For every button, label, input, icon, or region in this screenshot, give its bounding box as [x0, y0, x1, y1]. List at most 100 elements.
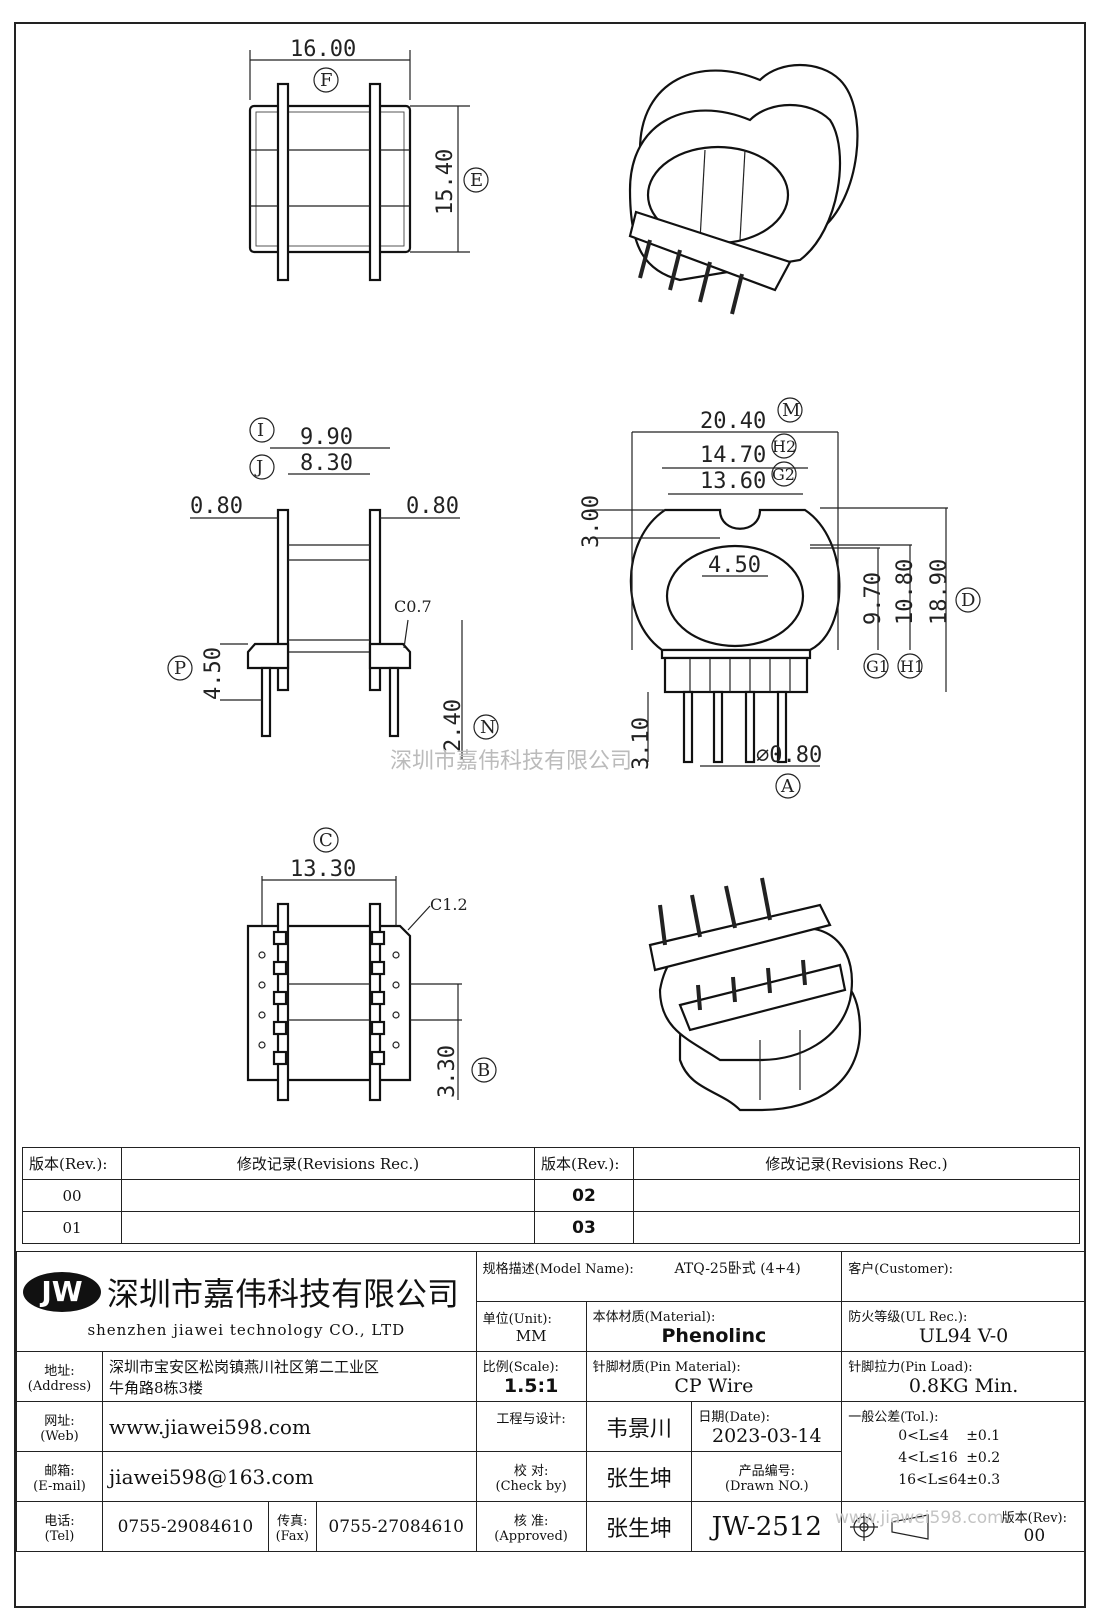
date-label: 日期(Date):	[698, 1410, 770, 1425]
front-view: 20.40 M 14.70 H2 13.60 G2 3.00 4.50 9.70…	[579, 397, 981, 799]
customer-cell: 客户(Customer):	[841, 1251, 1086, 1302]
dim-front-g2: 13.60	[700, 469, 766, 494]
company-name-cn: 深圳市嘉伟科技有限公司	[107, 1274, 460, 1313]
scale-label: 比例(Scale):	[482, 1360, 559, 1375]
rev-value: 00	[1023, 1526, 1046, 1546]
rec-cell	[633, 1179, 1080, 1212]
model-label: 规格描述(Model Name):	[482, 1262, 634, 1277]
iso-view-top	[628, 63, 859, 315]
iso-view-bottom	[648, 877, 862, 1112]
email-label: 邮箱:	[44, 1463, 75, 1479]
dim-side-left-thk: 0.80	[190, 494, 243, 519]
scale-cell: 比例(Scale):1.5:1	[475, 1351, 587, 1402]
dim-top-width: 16.00	[290, 37, 356, 62]
pin-material-label: 针脚材质(Pin Material):	[592, 1360, 741, 1375]
rec-header-left: 修改记录(Revisions Rec.)	[121, 1147, 535, 1180]
side-view: 9.90 8.30 I J 0.80 0.80 C0.7 4.50 P 2.40…	[167, 417, 499, 760]
dim-front-h2: 14.70	[700, 443, 766, 468]
dim-side-p: 4.50	[201, 647, 226, 700]
revision-row: 00 02	[22, 1179, 1080, 1212]
approve-label: 核 准:	[513, 1513, 549, 1529]
date-cell: 日期(Date):2023-03-14	[691, 1401, 843, 1452]
drawn-label-en: (Drawn NO.)	[724, 1478, 809, 1494]
check-label: 校 对:	[513, 1463, 549, 1479]
company-logo: JW	[23, 1271, 101, 1312]
rev-header-right: 版本(Rev.):	[534, 1147, 634, 1180]
approve-label-en: (Approved)	[494, 1528, 568, 1544]
approve-label-cell: 核 准:(Approved)	[475, 1501, 587, 1552]
revision-header-row: 版本(Rev.): 修改记录(Revisions Rec.) 版本(Rev.):…	[22, 1147, 1080, 1180]
dim-bottom-chamfer: C1.2	[430, 895, 468, 914]
tag-i: I	[257, 420, 264, 441]
ul-label: 防火等级(UL Rec.):	[848, 1310, 968, 1325]
unit-cell: 单位(Unit):MM	[475, 1301, 587, 1352]
tag-g2: G2	[772, 465, 795, 484]
material-cell: 本体材质(Material):Phenolinc	[585, 1301, 843, 1352]
pin-load-label: 针脚拉力(Pin Load):	[848, 1360, 973, 1375]
watermark: 深圳市嘉伟科技有限公司	[390, 749, 632, 774]
unit-label: 单位(Unit):	[482, 1312, 552, 1327]
rev-cell: 01	[22, 1211, 122, 1244]
address-cell: 深圳市宝安区松岗镇燕川社区第二工业区牛角路8栋3楼	[101, 1351, 477, 1402]
material-label: 本体材质(Material):	[592, 1310, 716, 1325]
web-label: 网址:	[44, 1413, 75, 1429]
rec-cell	[633, 1211, 1080, 1244]
tag-a: A	[780, 776, 795, 797]
pin-material-value: CP Wire	[674, 1375, 754, 1397]
model-value: ATQ-25卧式 (4+4)	[674, 1261, 801, 1277]
technical-drawing: 16.00 F 15.40 E 9.9	[167, 37, 981, 1112]
fax-value: 0755-27084610	[315, 1501, 477, 1552]
tolerance-cell: 一般公差(Tol.): 0<L≤4±0.1 4<L≤16±0.2 16<L≤64…	[841, 1401, 1086, 1502]
tag-p: P	[174, 658, 186, 679]
email-value: jiawei598@163.com	[101, 1451, 477, 1502]
check-label-cell: 校 对:(Check by)	[475, 1451, 587, 1502]
dim-front-g1: 9.70	[861, 572, 886, 625]
dim-bottom-c: 13.30	[290, 857, 356, 882]
check-label-en: (Check by)	[495, 1478, 567, 1494]
address-label-cell: 地址:(Address)	[16, 1351, 103, 1402]
address-line1: 深圳市宝安区松岗镇燕川社区第二工业区	[108, 1357, 379, 1376]
rec-cell	[121, 1179, 535, 1212]
rev-cell: 00	[22, 1179, 122, 1212]
revision-row: 01 03	[22, 1211, 1080, 1244]
fax-label-en: (Fax)	[275, 1528, 309, 1544]
web-value: www.jiawei598.com	[101, 1401, 477, 1452]
drawing-number: JW-2512	[691, 1501, 843, 1552]
date-value: 2023-03-14	[712, 1425, 822, 1447]
bottom-view: 13.30 C C1.2 3.30 B	[246, 827, 497, 1102]
address-label: 地址:	[44, 1363, 75, 1379]
footer-watermark: www.jiawei598.com	[835, 1508, 1004, 1528]
address-line2: 牛角路8栋3楼	[108, 1378, 204, 1397]
dim-front-pin-len: 3.10	[629, 717, 654, 770]
top-view: 16.00 F 15.40 E	[248, 37, 489, 282]
web-label-en: (Web)	[40, 1428, 79, 1444]
designer: 韦景川	[585, 1401, 693, 1452]
tel-label-en: (Tel)	[44, 1528, 75, 1544]
tol-row: 0<L≤4±0.1	[898, 1428, 1001, 1444]
tag-j: J	[254, 457, 263, 478]
dim-front-d: 18.90	[927, 559, 952, 625]
tel-value: 0755-29084610	[101, 1501, 269, 1552]
pin-load-value: 0.8KG Min.	[908, 1375, 1019, 1397]
fax-label: 传真:	[277, 1513, 308, 1529]
web-label-cell: 网址:(Web)	[16, 1401, 103, 1452]
drawn-label: 产品编号:	[738, 1463, 795, 1479]
dim-top-height: 15.40	[433, 149, 458, 215]
dim-front-slot: 3.00	[579, 495, 604, 548]
dim-bottom-b: 3.30	[435, 1045, 460, 1098]
drawing-frame	[14, 22, 1086, 1608]
dim-side-i: 9.90	[300, 425, 353, 450]
email-label-cell: 邮箱:(E-mail)	[16, 1451, 103, 1502]
revision-table: 版本(Rev.): 修改记录(Revisions Rec.) 版本(Rev.):…	[22, 1147, 1080, 1244]
pin-load-cell: 针脚拉力(Pin Load):0.8KG Min.	[841, 1351, 1086, 1402]
tag-h1: H1	[900, 657, 924, 676]
approver: 张生坤	[585, 1501, 693, 1552]
address-label-en: (Address)	[27, 1378, 92, 1394]
tag-g1: G1	[866, 657, 889, 676]
tag-e: E	[470, 170, 483, 191]
email-label-en: (E-mail)	[33, 1478, 86, 1494]
tag-f: F	[320, 70, 333, 91]
company-name-en: shenzhen jiawei technology CO., LTD	[87, 1320, 406, 1339]
dim-front-m: 20.40	[700, 409, 766, 434]
